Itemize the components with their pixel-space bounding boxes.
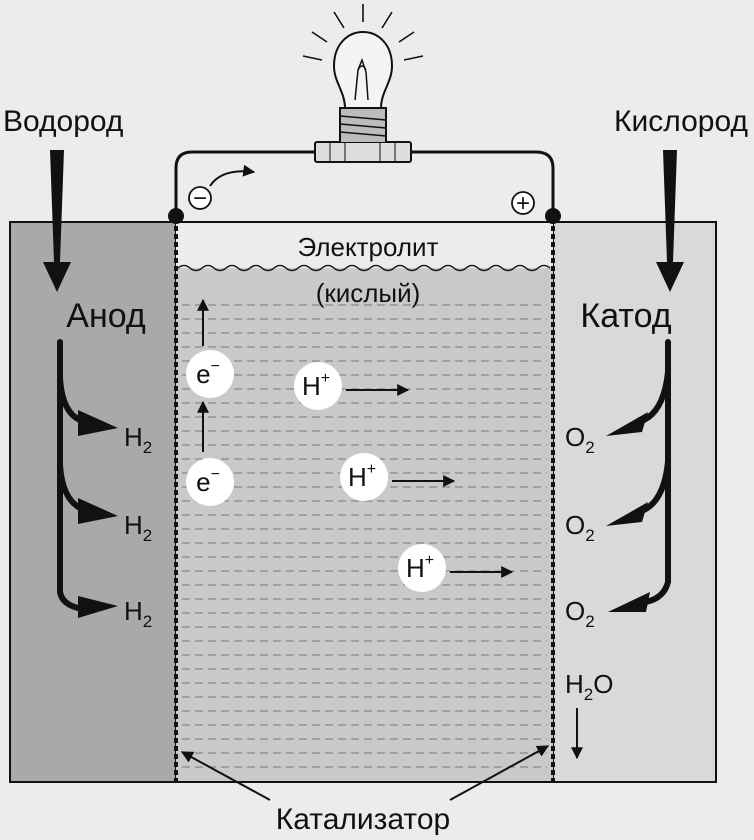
electron-particle-circle bbox=[186, 350, 234, 398]
h2-molecule-label: H2 bbox=[124, 596, 152, 631]
h2-molecule-label: H2 bbox=[124, 422, 152, 457]
water-subscript: 2 bbox=[584, 685, 593, 704]
water-o: O bbox=[593, 669, 613, 699]
proton-particle-symbol: H+ bbox=[406, 552, 434, 583]
h2-molecule-base: H bbox=[124, 510, 143, 540]
electron-particle-charge: − bbox=[211, 466, 220, 483]
electrolyte-sublabel: (кислый) bbox=[316, 278, 421, 308]
proton-particle: H+ bbox=[294, 362, 410, 410]
o2-molecule-label: O2 bbox=[565, 422, 595, 457]
h2-molecule-subscript: 2 bbox=[143, 526, 152, 545]
electron-particle: e− bbox=[186, 350, 234, 398]
o2-molecule-subscript: 2 bbox=[585, 526, 594, 545]
proton-particle-base: H bbox=[348, 462, 367, 492]
electron-particle-base: e bbox=[196, 359, 210, 389]
o2-molecule-subscript: 2 bbox=[585, 612, 594, 631]
anode-label: Анод bbox=[66, 297, 146, 335]
o2-molecule-label: O2 bbox=[565, 510, 595, 545]
o2-arrowhead-2 bbox=[606, 502, 648, 526]
proton-particle-circle bbox=[340, 453, 388, 501]
catalyst-label: Катализатор bbox=[276, 803, 450, 836]
h2-arrowhead-1 bbox=[78, 410, 118, 436]
electron-particle: e− bbox=[186, 458, 234, 506]
anode-body bbox=[9, 221, 177, 783]
anode-gas-distribution bbox=[57, 339, 83, 611]
o2-molecule-base: O bbox=[565, 510, 585, 540]
electrolyte-label: Электролит bbox=[298, 232, 439, 262]
proton-particle-symbol: H+ bbox=[302, 370, 330, 401]
water-label: H2O bbox=[565, 669, 613, 704]
cathode-label: Катод bbox=[580, 297, 671, 335]
electron-particle-charge: − bbox=[211, 358, 220, 375]
electrolyte-air-gap bbox=[176, 222, 553, 268]
plus-sign: + bbox=[516, 190, 530, 217]
proton-particle-circle bbox=[398, 544, 446, 592]
cathode-gas-distribution bbox=[641, 339, 671, 605]
electron-particle-symbol: e− bbox=[196, 358, 220, 389]
h2-molecule-base: H bbox=[124, 422, 143, 452]
minus-terminal-icon: − bbox=[188, 185, 212, 212]
proton-particle-charge: + bbox=[321, 370, 330, 387]
external-wire bbox=[174, 150, 555, 216]
oxygen-label: Кислород bbox=[614, 105, 748, 138]
proton-particle-symbol: H+ bbox=[348, 461, 376, 492]
h2-arrowhead-3 bbox=[78, 596, 118, 618]
cathode-body bbox=[552, 221, 717, 783]
catalyst-pointer-right bbox=[449, 745, 550, 801]
water-h: H bbox=[565, 669, 584, 699]
electron-particle-symbol: e− bbox=[196, 466, 220, 497]
proton-particle-circle bbox=[294, 362, 342, 410]
proton-particle: H+ bbox=[398, 544, 514, 592]
proton-particle-charge: + bbox=[367, 461, 376, 478]
electrolyte-surface bbox=[177, 264, 551, 272]
hydrogen-label: Водород bbox=[3, 105, 123, 138]
o2-arrowhead-1 bbox=[606, 412, 648, 436]
h2-molecule-label: H2 bbox=[124, 510, 152, 545]
electron-flow-arrow bbox=[209, 164, 256, 187]
plus-terminal-icon: + bbox=[511, 190, 535, 217]
electron-particle-circle bbox=[186, 458, 234, 506]
o2-molecule-subscript: 2 bbox=[585, 438, 594, 457]
h2-molecule-subscript: 2 bbox=[143, 438, 152, 457]
h2-arrowhead-2 bbox=[78, 498, 118, 524]
proton-particle-charge: + bbox=[425, 552, 434, 569]
electrolyte-body bbox=[176, 268, 553, 782]
o2-molecule-base: O bbox=[565, 422, 585, 452]
h2-molecule-subscript: 2 bbox=[143, 612, 152, 631]
proton-particle: H+ bbox=[340, 453, 456, 501]
o2-arrowhead-3 bbox=[608, 592, 650, 612]
minus-sign: − bbox=[193, 185, 207, 212]
h2-molecule-base: H bbox=[124, 596, 143, 626]
oxygen-inlet-arrow bbox=[656, 150, 684, 292]
electron-particle-base: e bbox=[196, 467, 210, 497]
o2-molecule-label: O2 bbox=[565, 596, 595, 631]
lightbulb-icon bbox=[302, 4, 424, 163]
catalyst-pointer-left bbox=[180, 751, 271, 801]
hydrogen-inlet-arrow bbox=[43, 150, 71, 292]
o2-molecule-base: O bbox=[565, 596, 585, 626]
proton-particle-base: H bbox=[302, 371, 321, 401]
proton-particle-base: H bbox=[406, 553, 425, 583]
